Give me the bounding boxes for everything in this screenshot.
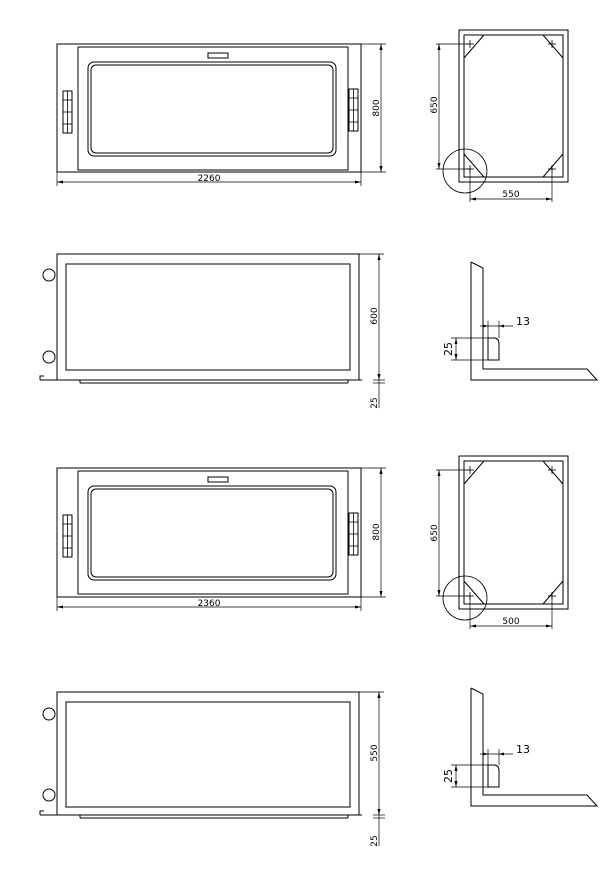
- front-view-3: 2360 800: [56, 467, 386, 611]
- hinge-left-2: [62, 514, 73, 558]
- angle-profile-1: 13 25: [442, 261, 599, 381]
- hinge-left: [62, 90, 73, 134]
- dim-view3-height: 800: [372, 523, 382, 540]
- side-view-2: 650 500: [430, 455, 569, 629]
- dim-view3-width: 2360: [198, 599, 221, 609]
- front-view-2: 600 25: [39, 253, 385, 409]
- dim-side2-height: 650: [430, 524, 440, 541]
- hinge-right: [348, 88, 359, 132]
- dim-side2-width: 500: [502, 617, 519, 627]
- front-view-1: 2260 800: [56, 43, 386, 186]
- dim-view4-height: 550: [370, 744, 380, 761]
- dim-angle2-depth: 25: [442, 769, 455, 783]
- side-view-1: 650 550: [430, 29, 569, 202]
- dim-side1-height: 650: [430, 96, 440, 113]
- hinge-right-2: [348, 512, 359, 556]
- dim-angle2-gap: 13: [516, 743, 530, 756]
- dim-view2-base: 25: [370, 397, 380, 408]
- dim-angle1-depth: 25: [442, 342, 455, 356]
- dim-view2-height: 600: [370, 307, 380, 324]
- dim-side1-width: 550: [502, 190, 519, 200]
- front-view-4: 550 25: [39, 691, 385, 847]
- dim-angle1-gap: 13: [516, 315, 530, 328]
- dim-view4-base: 25: [370, 835, 380, 846]
- dim-view1-width: 2260: [198, 174, 221, 184]
- angle-profile-2: 13 25: [442, 687, 599, 807]
- dim-view1-height: 800: [372, 99, 382, 116]
